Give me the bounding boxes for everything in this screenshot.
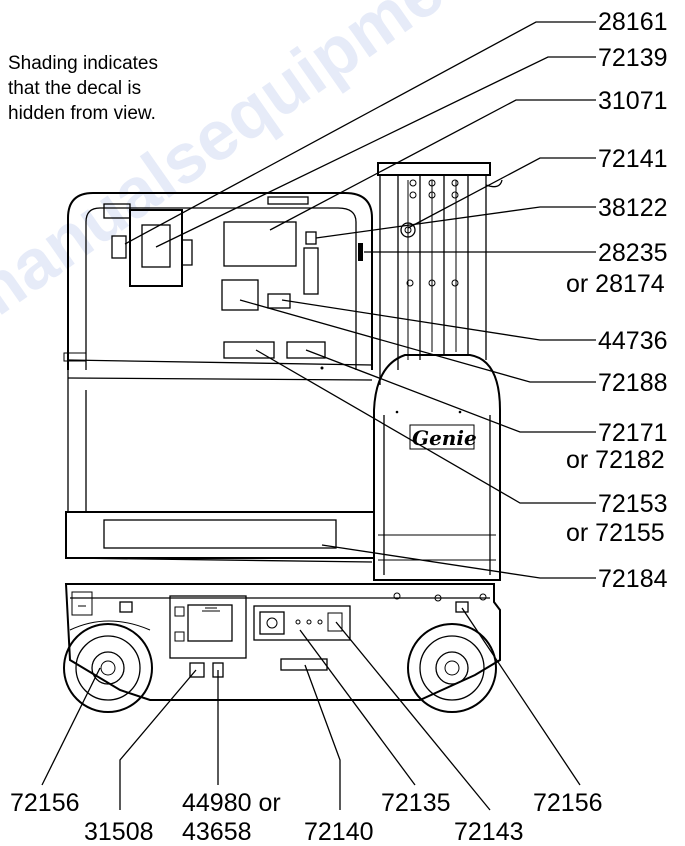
platform-decals <box>221 221 326 370</box>
callout-72184: 72184 <box>598 565 668 593</box>
left-wheel <box>63 620 153 713</box>
chassis <box>64 583 501 701</box>
watermark-text: manualsequipment.com <box>0 0 645 342</box>
callout-72155: or 72155 <box>566 519 665 547</box>
callout-38122: 38122 <box>598 194 668 222</box>
callout-72135: 72135 <box>381 789 451 817</box>
right-wheel <box>407 623 497 713</box>
mast <box>358 162 503 385</box>
note-line-2: that the decal is <box>8 78 141 99</box>
callout-31508: 31508 <box>84 818 154 846</box>
right-callouts: 28161 72139 31071 72141 38122 28235 or 2… <box>566 8 668 593</box>
callout-72156-right: 72156 <box>533 789 603 817</box>
callout-72143: 72143 <box>454 818 524 846</box>
callout-44980: 44980 or <box>182 789 281 817</box>
platform-control-box <box>111 209 193 287</box>
callout-72188: 72188 <box>598 369 668 397</box>
callout-43658: 43658 <box>182 818 252 846</box>
shading-note: Shading indicates that the decal is hidd… <box>8 53 158 124</box>
callout-28174: or 28174 <box>566 270 665 298</box>
callout-44736: 44736 <box>598 327 668 355</box>
mast-base-housing: Genie <box>373 354 501 581</box>
callout-72141: 72141 <box>598 145 668 173</box>
machine-illustration: Genie <box>63 162 503 713</box>
bottom-callouts: 72156 31508 44980 or 43658 72140 72135 7… <box>10 789 603 846</box>
callout-31071: 31071 <box>598 87 668 115</box>
callout-72140: 72140 <box>304 818 374 846</box>
callout-28161: 28161 <box>598 8 668 36</box>
note-line-1: Shading indicates <box>8 53 158 74</box>
callout-72139: 72139 <box>598 44 668 72</box>
leader-lines <box>41 21 596 811</box>
note-line-3: hidden from view. <box>8 103 156 124</box>
callout-28235: 28235 <box>598 239 668 267</box>
callout-72153: 72153 <box>598 490 668 518</box>
watermark: manualsequipment.com <box>0 0 645 342</box>
callout-72156-left: 72156 <box>10 789 80 817</box>
callout-72182: or 72182 <box>566 446 665 474</box>
callout-72171: 72171 <box>598 419 668 447</box>
platform-body <box>65 370 375 563</box>
